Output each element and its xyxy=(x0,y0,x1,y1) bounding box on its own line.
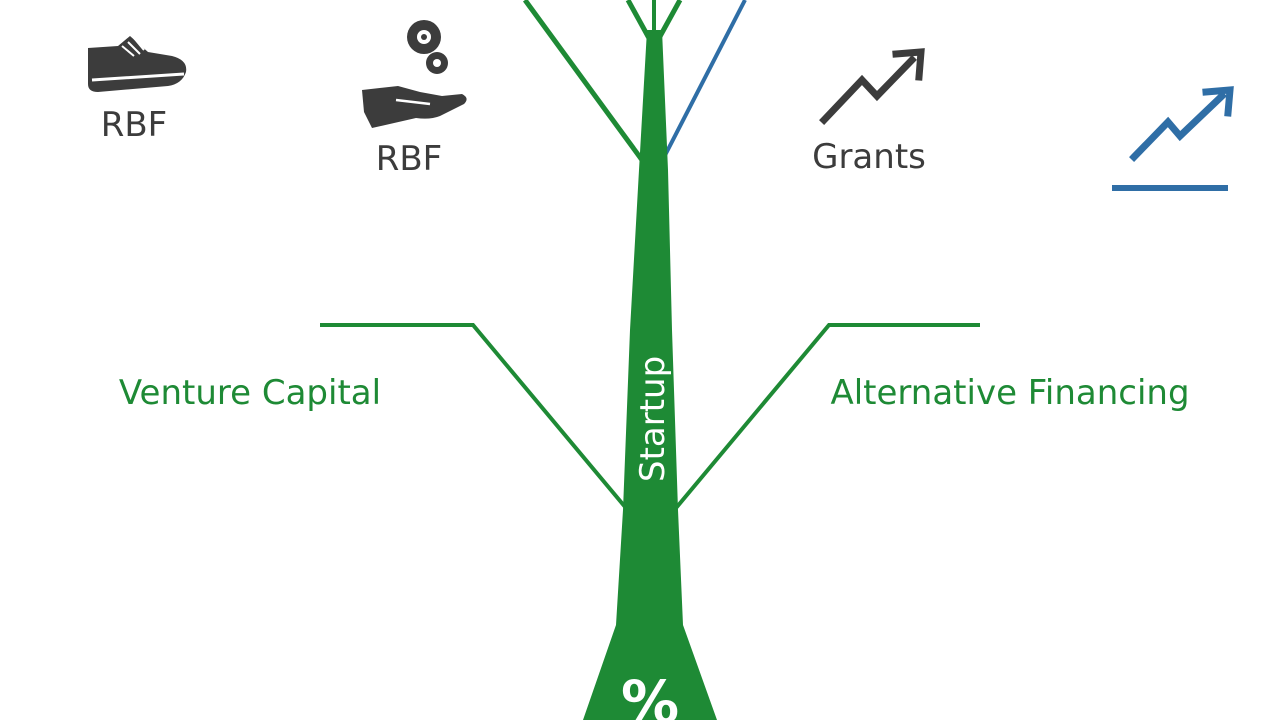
sneaker-rbf-label: RBF xyxy=(101,105,168,145)
upper-blue-branch xyxy=(658,0,747,166)
venture-capital-label: Venture Capital xyxy=(119,373,381,413)
right-mid-branch xyxy=(674,323,980,510)
percent-symbol: % xyxy=(621,668,679,720)
trunk-label: Startup xyxy=(633,356,673,482)
top-fork-left xyxy=(625,0,653,42)
grants-label: Grants xyxy=(812,137,926,177)
tree: Startup % xyxy=(320,0,980,720)
hand-coins-rbf-label: RBF xyxy=(376,139,443,179)
sneaker-icon xyxy=(88,36,187,92)
trend-up-baseline-icon xyxy=(1112,86,1234,191)
hand-coins-icon xyxy=(362,20,467,128)
trunk xyxy=(583,30,717,720)
upper-left-branch xyxy=(522,0,645,162)
trend-up-icon xyxy=(819,48,925,125)
alternative-financing-label: Alternative Financing xyxy=(830,373,1189,413)
left-mid-branch xyxy=(320,323,628,510)
